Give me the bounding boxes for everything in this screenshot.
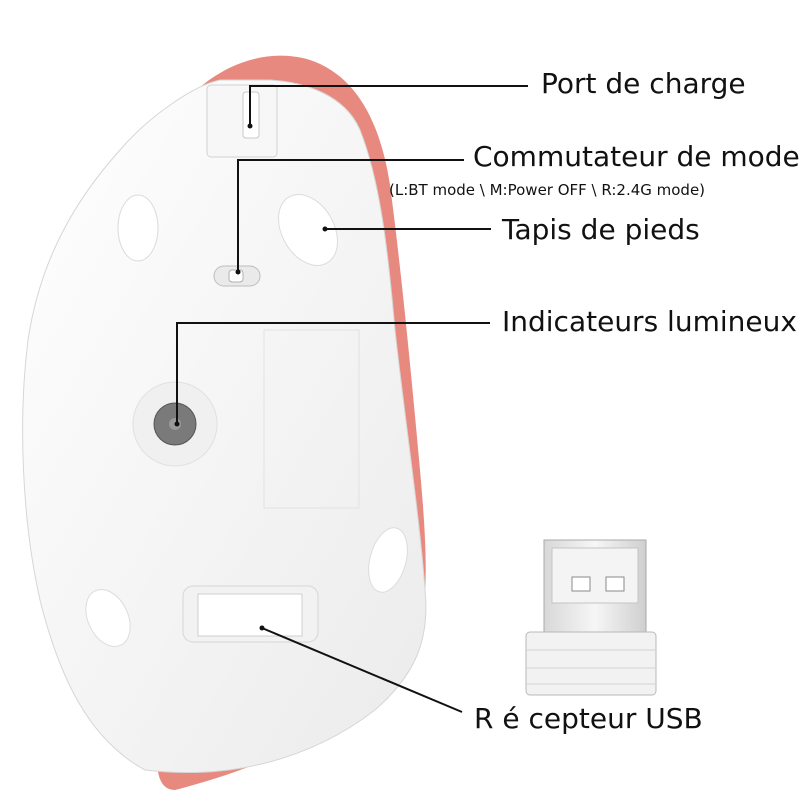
receiver-slot-insert	[197, 593, 303, 637]
usb-receiver	[525, 539, 657, 696]
foot-pad-top-right	[278, 194, 338, 266]
leader-charging-port	[249, 85, 528, 126]
label-mode-switch: Commutateur de mode	[473, 140, 800, 173]
leader-dot-led	[174, 421, 180, 427]
usb-contact-right	[605, 576, 625, 592]
leader-usb-receiver	[261, 627, 463, 713]
mouse-base	[22, 79, 427, 773]
label-foot-pads: Tapis de pieds	[502, 213, 700, 246]
charging-port	[206, 84, 278, 158]
label-indicator-lights: Indicateurs lumineux	[502, 305, 797, 338]
foot-pad-bottom-right	[368, 527, 408, 593]
usb-plug-inner	[551, 547, 639, 604]
usb-receiver-body	[525, 631, 657, 696]
leader-indicator-lights	[176, 322, 490, 424]
usb-contact-left	[571, 576, 591, 592]
leader-dot-feet	[322, 226, 328, 232]
label-panel	[263, 329, 360, 509]
label-charging-port: Port de charge	[541, 67, 746, 100]
leader-lines	[176, 85, 528, 713]
label-usb-receiver: R é cepteur USB	[474, 702, 703, 735]
leader-dot-charging	[247, 123, 253, 129]
leader-dot-usb	[259, 625, 265, 631]
foot-pad-bottom-left	[85, 589, 131, 647]
leader-mode-switch	[237, 159, 464, 272]
label-mode-switch-detail: (L:BT mode \ M:Power OFF \ R:2.4G mode)	[389, 181, 706, 199]
leader-dot-mode	[235, 269, 241, 275]
foot-pad-top-left	[117, 194, 159, 262]
